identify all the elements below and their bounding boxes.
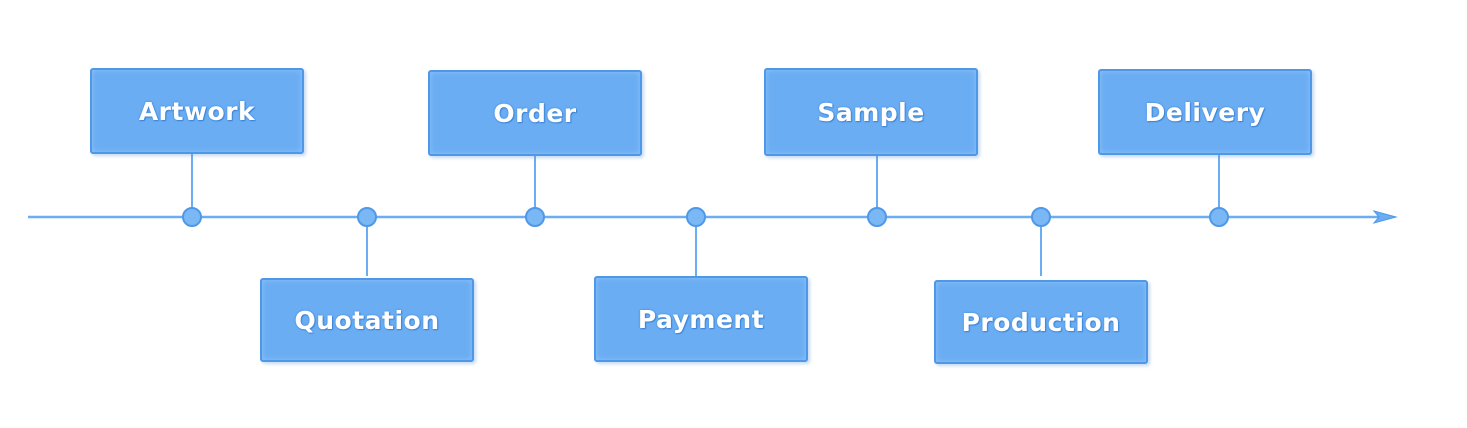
timeline-nodes: [182, 207, 1229, 227]
step-label-sample: Sample: [817, 97, 925, 127]
timeline-node-delivery: [1209, 207, 1229, 227]
step-label-delivery: Delivery: [1144, 97, 1266, 127]
step-label-production: Production: [961, 307, 1121, 337]
step-label-payment: Payment: [637, 304, 765, 334]
step-box-artwork: Artwork: [90, 68, 304, 154]
step-label-order: Order: [493, 98, 577, 128]
step-box-quotation: Quotation: [260, 278, 474, 362]
timeline-node-production: [1031, 207, 1051, 227]
step-box-payment: Payment: [594, 276, 808, 362]
step-box-order: Order: [428, 70, 642, 156]
timeline-arrowhead-icon: [1372, 210, 1398, 224]
timeline-node-sample: [867, 207, 887, 227]
step-box-delivery: Delivery: [1098, 69, 1312, 155]
timeline-node-order: [525, 207, 545, 227]
step-box-sample: Sample: [764, 68, 978, 156]
step-label-artwork: Artwork: [138, 96, 256, 126]
step-label-quotation: Quotation: [294, 305, 440, 335]
step-box-production: Production: [934, 280, 1148, 364]
timeline-node-payment: [686, 207, 706, 227]
timeline-node-artwork: [182, 207, 202, 227]
timeline-node-quotation: [357, 207, 377, 227]
